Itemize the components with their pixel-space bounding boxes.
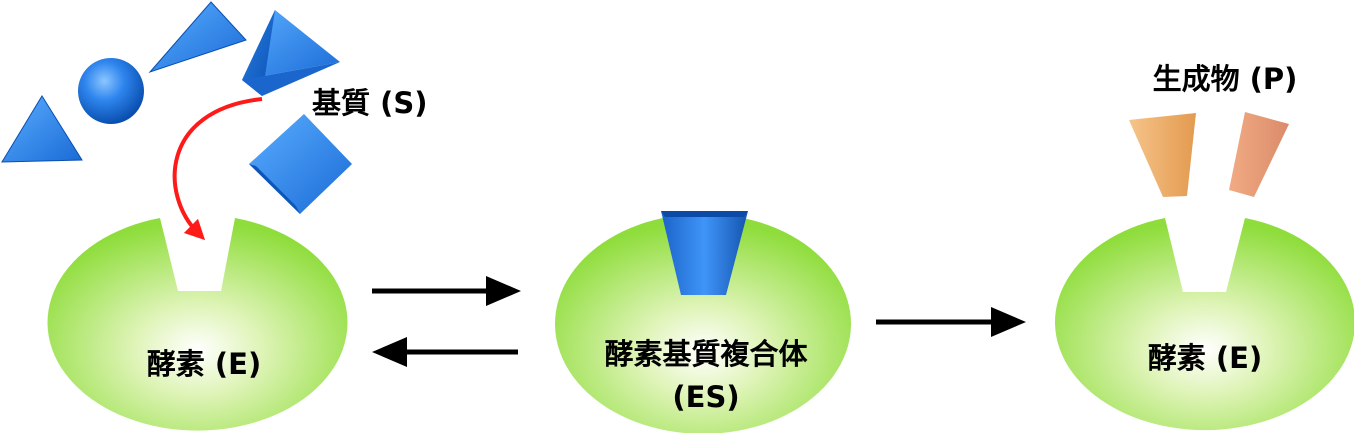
forward-arrow [372,276,521,306]
substrate-label: 基質 (S) [312,86,428,120]
enzyme-substrate-complex [555,211,851,433]
enzyme-right [1055,218,1354,431]
enzyme-left [47,218,348,431]
substrate-cube-icon [249,114,352,214]
substrate-triangle-icon [1,95,83,163]
product-label: 生成物 (P) [1152,62,1298,96]
substrate-tetrahedron-icon [242,10,340,96]
product-group [1129,112,1289,197]
complex-label-line1: 酵素基質複合体 [604,337,808,371]
enzyme-right-label: 酵素 (E) [1147,341,1263,375]
enzyme-left-label: 酵素 (E) [146,347,262,381]
substrate-group [1,1,352,214]
reverse-arrow [372,337,518,367]
product-formation-arrow [876,307,1026,337]
substrate-sphere-icon [78,58,144,124]
complex-label-line2: (ES) [672,380,740,414]
binding-arrow [172,97,263,241]
bound-substrate-icon [661,211,748,295]
substrate-triangle-icon [148,1,247,74]
product-piece-left-icon [1129,113,1196,197]
product-piece-right-icon [1229,112,1289,197]
